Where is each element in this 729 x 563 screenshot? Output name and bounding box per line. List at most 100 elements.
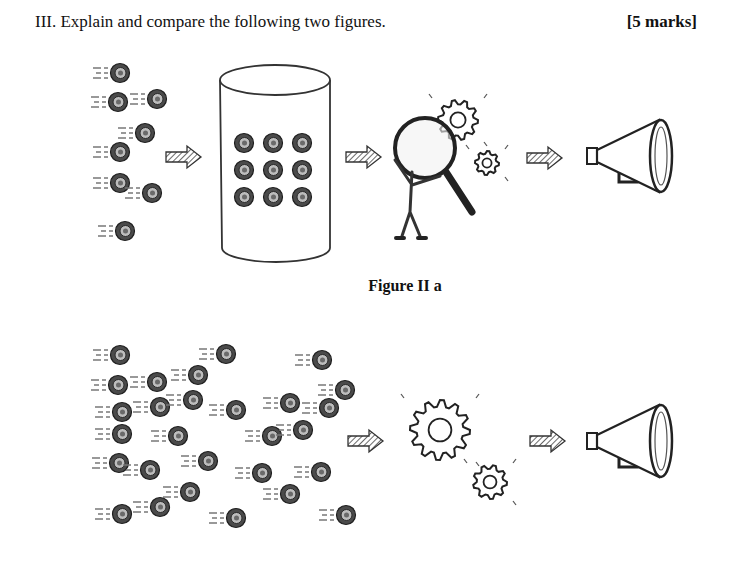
coin-center — [234, 408, 239, 413]
motion-line — [192, 465, 196, 467]
coin-rim — [281, 394, 300, 413]
motion-line — [209, 522, 217, 524]
coin-center — [343, 388, 348, 393]
motion-line — [141, 98, 145, 100]
motion-line — [319, 519, 327, 521]
coin-rim — [235, 161, 254, 180]
motion-line — [287, 424, 291, 426]
motion-line — [306, 364, 310, 366]
motion-line — [181, 455, 189, 457]
motion-line — [125, 187, 133, 189]
motion-line — [104, 187, 108, 189]
motion-line — [92, 457, 100, 459]
coin-rim — [109, 93, 128, 112]
motion-line — [95, 406, 103, 408]
coin — [264, 161, 283, 180]
coin-center — [118, 71, 123, 76]
coin-rim — [113, 425, 132, 444]
flow-arrow — [346, 146, 381, 168]
motion-line — [276, 434, 284, 436]
magnifier-lens — [395, 118, 455, 178]
motion-line — [256, 430, 260, 432]
coin-center — [242, 141, 247, 146]
coin — [294, 463, 331, 482]
motion-line — [287, 429, 291, 431]
motion-line — [330, 519, 334, 521]
motion-line — [182, 374, 186, 376]
spin-mark — [513, 459, 516, 463]
coin-rim — [181, 483, 200, 502]
motion-line — [125, 197, 133, 199]
coin-center — [319, 470, 324, 475]
motion-line — [192, 460, 196, 462]
motion-line — [276, 424, 284, 426]
motion-line — [274, 498, 278, 500]
motion-line — [220, 414, 224, 416]
motion-line — [322, 514, 327, 516]
motion-line — [144, 501, 148, 503]
motion-line — [210, 353, 214, 355]
coin — [92, 454, 129, 473]
flow-arrow — [530, 430, 565, 452]
motion-line — [274, 493, 278, 495]
coin-face — [152, 377, 163, 388]
motion-line — [245, 440, 253, 442]
motion-line — [263, 488, 271, 490]
coin-center — [224, 352, 229, 357]
motion-line — [177, 404, 181, 406]
coin — [118, 124, 155, 143]
coin-rim — [116, 222, 135, 241]
coin-face — [113, 97, 124, 108]
motion-line — [297, 471, 302, 473]
motion-line — [235, 467, 243, 469]
figure-a — [91, 64, 167, 241]
motion-line — [134, 474, 138, 476]
coin — [95, 505, 132, 524]
motion-line — [313, 407, 317, 409]
motion-line — [136, 406, 141, 408]
motion-line — [266, 402, 271, 404]
motion-line — [295, 364, 303, 366]
coin-face — [185, 487, 196, 498]
motion-line — [130, 386, 138, 388]
coin — [171, 366, 208, 385]
motion-line — [141, 381, 145, 383]
coin-face — [257, 468, 268, 479]
motion-line — [95, 462, 100, 464]
megaphone-bell-inner — [655, 127, 667, 185]
motion-line — [154, 435, 159, 437]
coin-rim — [293, 134, 312, 153]
coin-face — [268, 192, 279, 203]
gear-hub — [482, 158, 491, 167]
gear-hub — [484, 476, 497, 489]
motion-line — [302, 402, 310, 404]
coin — [133, 398, 170, 417]
motion-line — [246, 477, 250, 479]
motion-line — [192, 455, 196, 457]
motion-line — [144, 406, 148, 408]
motion-line — [162, 435, 166, 437]
coin-center — [270, 434, 275, 439]
coin-face — [231, 405, 242, 416]
gear-body — [410, 400, 470, 460]
coin-rim — [113, 505, 132, 524]
megaphone-bell — [650, 120, 672, 192]
motion-line — [102, 379, 106, 381]
motion-line — [104, 77, 108, 79]
motion-line — [144, 506, 148, 508]
coin-face — [114, 458, 125, 469]
motion-line — [92, 467, 100, 469]
coin-face — [341, 510, 352, 521]
motion-line — [212, 409, 217, 411]
coin-rim — [227, 401, 246, 420]
coin-face — [324, 403, 335, 414]
spin-mark — [429, 94, 432, 98]
spin-mark — [464, 459, 467, 463]
motion-line — [171, 369, 179, 371]
motion-line — [106, 416, 110, 418]
spin-mark — [505, 145, 508, 149]
motion-line — [136, 187, 140, 189]
coin-rim — [111, 64, 130, 83]
motion-line — [133, 401, 141, 403]
